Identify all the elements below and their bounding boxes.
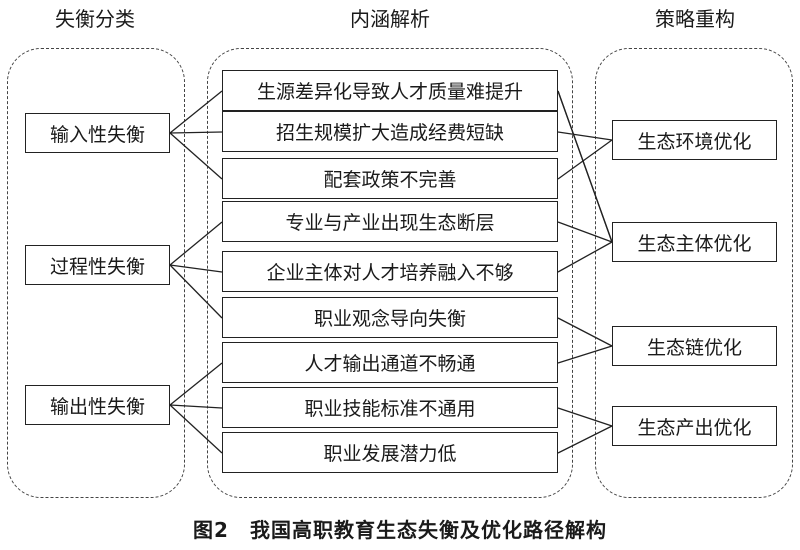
analysis-item-6: 职业观念导向失衡 xyxy=(222,297,558,338)
analysis-item-7: 人才输出通道不畅通 xyxy=(222,342,558,383)
category-output-imbalance: 输出性失衡 xyxy=(25,385,170,425)
analysis-item-3: 配套政策不完善 xyxy=(222,158,558,199)
right-link-7 xyxy=(557,317,613,347)
analysis-item-5: 企业主体对人才培养融入不够 xyxy=(222,251,558,292)
left-link-2 xyxy=(169,131,223,134)
right-column-title: 策略重构 xyxy=(655,7,735,31)
left-link-9 xyxy=(169,404,223,454)
analysis-item-2: 招生规模扩大造成经费短缺 xyxy=(222,111,558,152)
category-process-imbalance: 过程性失衡 xyxy=(25,245,170,285)
category-input-imbalance: 输入性失衡 xyxy=(25,113,170,153)
figure-caption: 图2 我国高职教育生态失衡及优化路径解构 xyxy=(193,518,607,542)
strategy-chain: 生态链优化 xyxy=(612,326,777,366)
left-group-frame xyxy=(7,48,185,498)
strategy-output: 生态产出优化 xyxy=(612,406,777,446)
strategy-environment: 生态环境优化 xyxy=(612,120,777,160)
right-link-9 xyxy=(557,407,613,427)
right-link-2 xyxy=(557,131,613,141)
left-link-5 xyxy=(169,264,223,273)
middle-group-frame xyxy=(207,48,573,498)
analysis-item-8: 职业技能标准不通用 xyxy=(222,387,558,428)
left-link-1 xyxy=(169,90,223,134)
analysis-item-1: 生源差异化导致人才质量难提升 xyxy=(222,70,558,111)
left-link-3 xyxy=(169,132,223,180)
strategy-subject: 生态主体优化 xyxy=(612,222,777,262)
analysis-item-4: 专业与产业出现生态断层 xyxy=(222,201,558,242)
left-link-4 xyxy=(169,221,223,266)
right-link-5 xyxy=(557,221,613,243)
left-column-title: 失衡分类 xyxy=(55,7,135,31)
right-group-frame xyxy=(595,48,793,498)
left-link-8 xyxy=(169,404,223,409)
middle-column-title: 内涵解析 xyxy=(350,7,430,31)
left-link-6 xyxy=(169,264,223,319)
right-link-10 xyxy=(557,425,613,454)
analysis-item-9: 职业发展潜力低 xyxy=(222,432,558,473)
left-link-7 xyxy=(169,362,223,406)
right-link-3 xyxy=(557,139,613,180)
right-link-4 xyxy=(557,90,613,243)
right-link-6 xyxy=(557,241,613,273)
right-link-8 xyxy=(557,345,613,364)
